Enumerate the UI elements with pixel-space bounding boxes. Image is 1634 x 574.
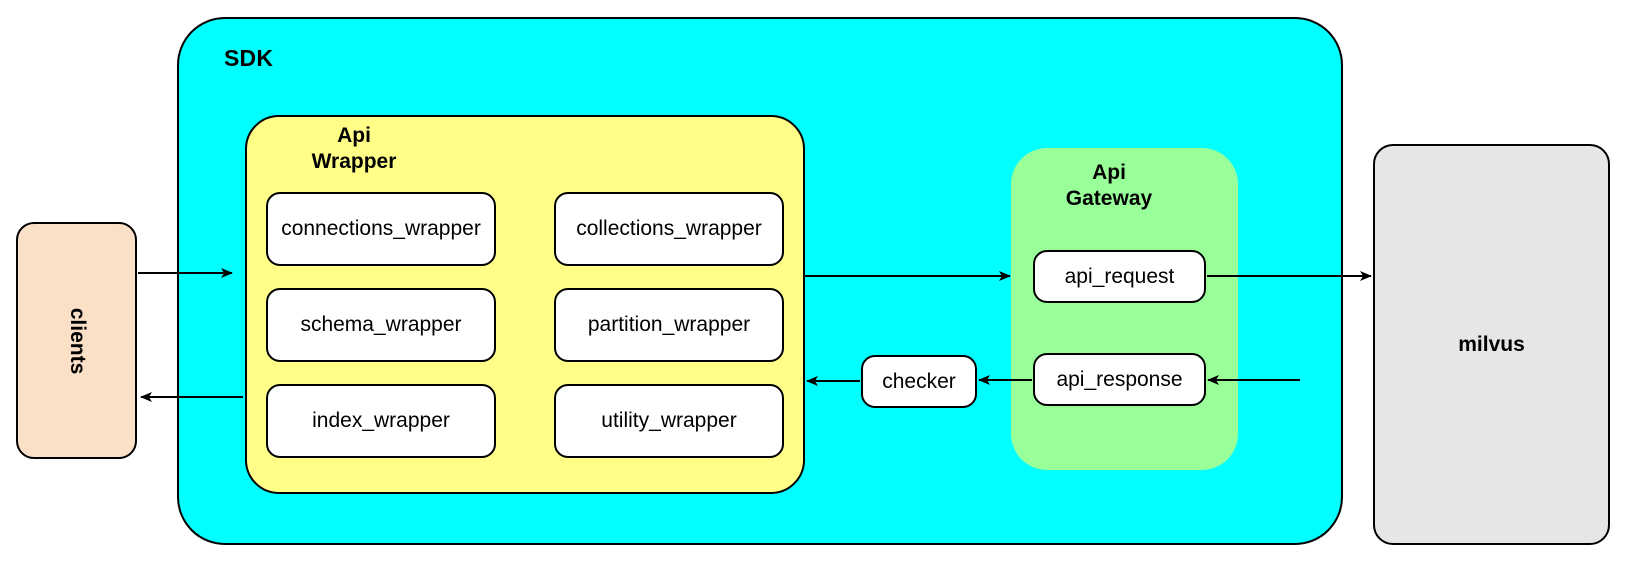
- api-gateway-label: Api Gateway: [1019, 160, 1199, 212]
- module-partition-wrapper[interactable]: partition_wrapper: [554, 288, 784, 362]
- milvus-node[interactable]: milvus: [1373, 144, 1610, 545]
- module-collections-wrapper[interactable]: collections_wrapper: [554, 192, 784, 266]
- clients-node[interactable]: clients: [16, 222, 137, 459]
- module-schema-wrapper[interactable]: schema_wrapper: [266, 288, 496, 362]
- api-gateway-label-line1: Api: [1092, 161, 1126, 184]
- api-wrapper-label-line2: Wrapper: [311, 150, 397, 173]
- clients-label: clients: [65, 307, 89, 374]
- api-gateway-label-line2: Gateway: [1065, 187, 1153, 210]
- module-connections-wrapper[interactable]: connections_wrapper: [266, 192, 496, 266]
- node-api-response[interactable]: api_response: [1033, 353, 1206, 406]
- api-wrapper-label: Api Wrapper: [269, 123, 439, 175]
- api-wrapper-label-line1: Api: [337, 124, 371, 147]
- module-utility-wrapper[interactable]: utility_wrapper: [554, 384, 784, 458]
- node-checker[interactable]: checker: [861, 355, 977, 408]
- sdk-label: SDK: [224, 45, 274, 71]
- api-gateway-container[interactable]: Api Gateway: [1011, 148, 1238, 470]
- module-index-wrapper[interactable]: index_wrapper: [266, 384, 496, 458]
- node-api-request[interactable]: api_request: [1033, 250, 1206, 303]
